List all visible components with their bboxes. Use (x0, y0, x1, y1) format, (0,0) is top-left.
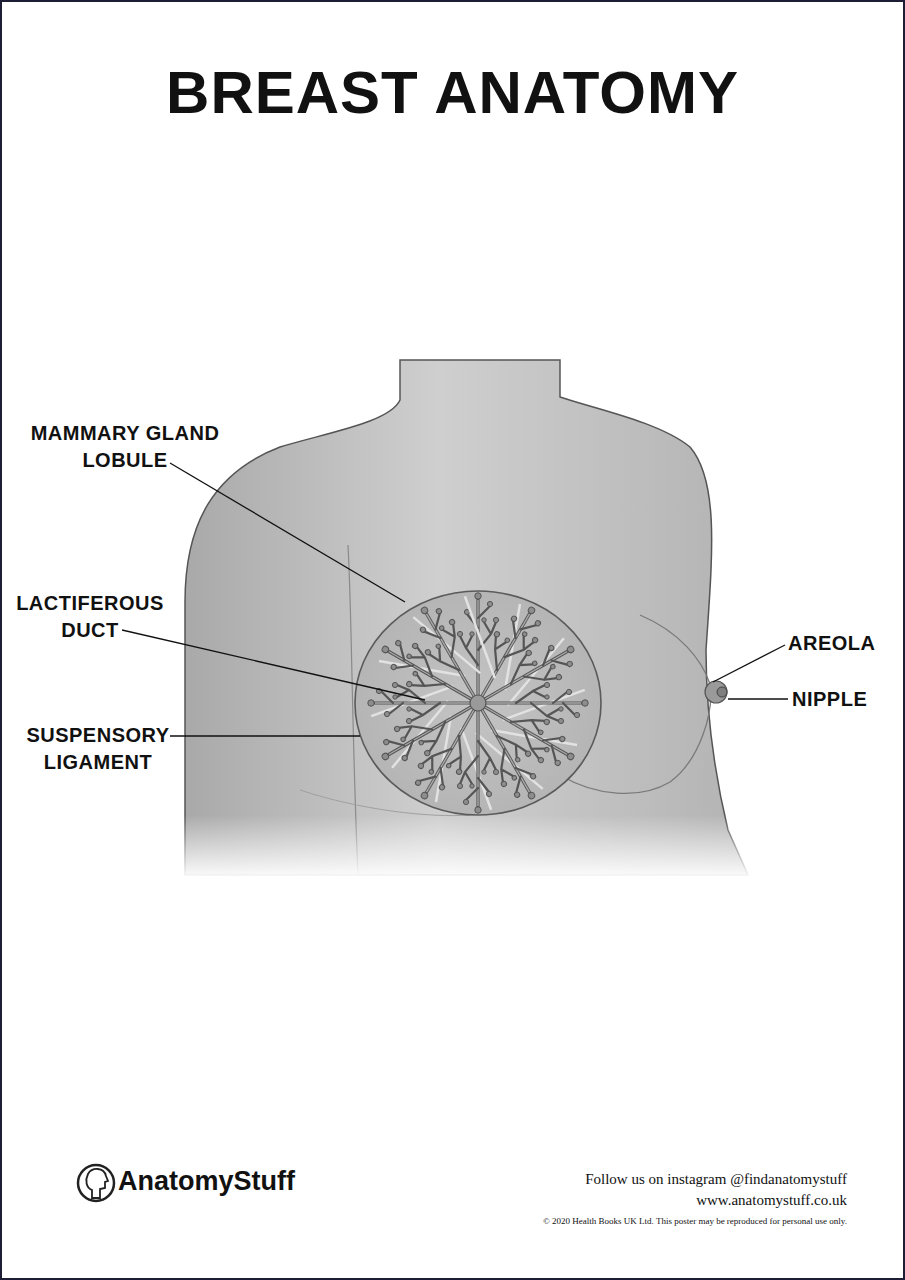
part-label: MAMMARY GLAND LOBULE (25, 420, 225, 474)
part-label: LACTIFEROUS DUCT (5, 590, 175, 644)
leader-line (728, 698, 788, 699)
leader-line (170, 735, 360, 736)
torso (185, 360, 748, 875)
areola-nipple (705, 681, 727, 703)
brand-logo: AnatomyStuff (118, 1166, 295, 1197)
leader-line (170, 463, 405, 602)
part-label: SUSPENSORY LIGAMENT (18, 722, 178, 776)
part-label: AREOLA (788, 630, 875, 657)
footer-note: © 2020 Health Books UK Ltd. This poster … (543, 1216, 847, 1226)
leader-line (122, 630, 425, 700)
footer-note: www.anatomystuff.co.uk (696, 1192, 847, 1209)
title: BREAST ANATOMY (0, 58, 905, 127)
footer-note: Follow us on instagram @findanatomystuff (585, 1171, 847, 1188)
breast-cutaway (355, 587, 601, 820)
leader-line (713, 645, 785, 682)
logo-icon (78, 1165, 114, 1201)
part-label: NIPPLE (792, 686, 867, 713)
fade (150, 815, 770, 880)
leader-lines (122, 463, 788, 736)
